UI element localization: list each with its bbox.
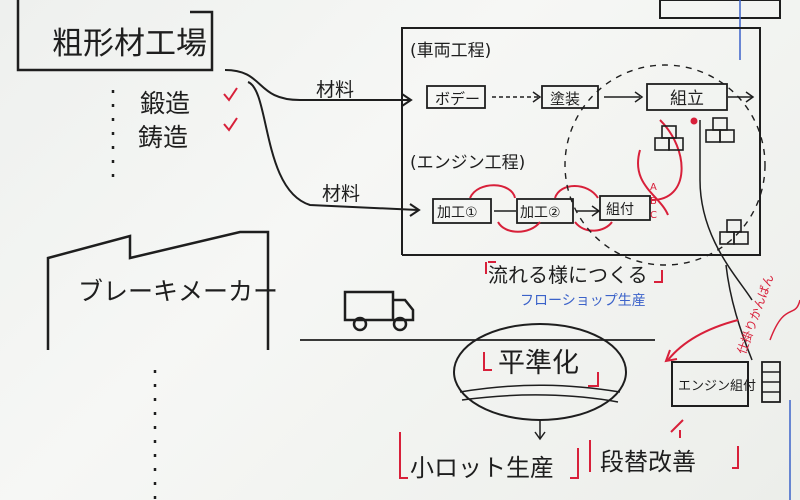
brake-maker-label: ブレーキメーカー: [78, 277, 278, 306]
b-mark: B: [650, 196, 657, 207]
material-top-label: 材料: [316, 79, 354, 101]
board-edge: [659, 0, 781, 19]
material-bottom-label: 材料: [322, 183, 360, 205]
engine-assy-box-label: エンジン組付: [678, 379, 756, 394]
engine-process-label: (エンジン工程): [410, 153, 525, 173]
factory-icon: [46, 230, 270, 350]
vehicle-process-label: (車両工程): [410, 41, 491, 61]
machining2-box: [516, 198, 574, 224]
parts-box-icon: [654, 117, 749, 245]
forge-factory-label: 粗形材工場: [52, 26, 207, 62]
body-box: [426, 85, 486, 109]
changeover-label: 段替改善: [600, 448, 696, 476]
red-dot: [690, 117, 698, 125]
flow-make-label: 流れる様につくる: [488, 263, 648, 287]
material-arrow-top: [224, 69, 410, 101]
leveling-label: 平準化: [498, 348, 579, 379]
a-mark: A: [650, 182, 657, 193]
forging-label: 鍛造: [140, 89, 190, 118]
truck-icon: [343, 290, 415, 332]
machining1-box: [432, 198, 492, 224]
small-lot-label: 小ロット生産: [410, 454, 554, 482]
wave-lines: [459, 384, 621, 403]
dashed-ellipse: [564, 64, 766, 266]
engine-assembly-label: 組付: [606, 202, 634, 218]
assembly-label: 組立: [670, 89, 704, 109]
c-mark: C: [650, 210, 657, 221]
body-label: ボデー: [435, 90, 480, 108]
flow-shop-label: フローショップ生産: [520, 293, 646, 309]
painting-label: 塗装: [550, 90, 580, 108]
engine-assembly-box: [599, 195, 651, 221]
machining2-label: 加工②: [520, 205, 561, 221]
engine-assy-box: [671, 361, 749, 407]
process-frame: [401, 27, 761, 256]
right-vertical-text: 仕掛りかんばん: [734, 272, 777, 356]
factory-icon: [16, 0, 214, 72]
red-return-arrow: [667, 319, 739, 361]
machining1-label: 加工①: [437, 205, 478, 221]
casting-label: 鋳造: [138, 123, 188, 152]
red-checks: [223, 87, 238, 132]
assembly-box: [646, 83, 728, 111]
material-arrow-bottom: [247, 81, 419, 211]
painting-box: [541, 85, 599, 109]
red-flow-loops: [469, 119, 683, 233]
